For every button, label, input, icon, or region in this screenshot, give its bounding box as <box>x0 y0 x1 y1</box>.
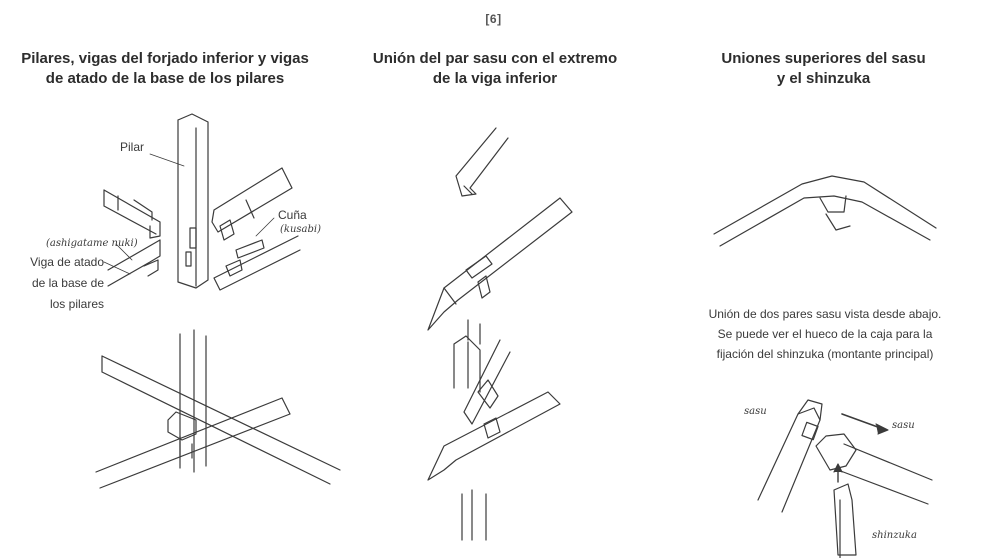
title-line: y el shinzuka <box>776 70 871 87</box>
label-sasu-left: sasu <box>744 406 767 417</box>
title-line: Uniones superiores del sasu <box>721 50 926 67</box>
caption-line: Unión de dos pares sasu vista desde abaj… <box>708 307 942 321</box>
pillar-joint-exploded-drawing <box>103 113 301 291</box>
title-line: de atado de la base de los pilares <box>45 70 285 87</box>
title-line: Pilares, vigas del forjado inferior y vi… <box>21 50 309 67</box>
sasu-caption: Unión de dos pares sasu vista desde abaj… <box>668 304 982 364</box>
label-ashigatame-nuki: (ashigatame nuki) <box>46 238 138 249</box>
label-shinzuka: shinzuka <box>872 530 917 541</box>
label-viga-de-atado: Viga de atado de la base de los pilares <box>18 252 104 315</box>
sasu-lowering-drawing <box>427 127 573 393</box>
caption-line: fijación del shinzuka (montante principa… <box>716 347 934 361</box>
label-pilar: Pilar <box>120 140 145 154</box>
assembled-joint-drawing <box>95 329 341 489</box>
title-line: Unión del par sasu con el extremo <box>372 50 618 67</box>
column-3-title: Uniones superiores del sasu y el shinzuk… <box>660 49 987 89</box>
title-line: de la viga inferior <box>432 70 558 87</box>
column-1-title: Pilares, vigas del forjado inferior y vi… <box>0 49 330 89</box>
sasu-apex-drawing <box>713 175 937 247</box>
label-sasu-right: sasu <box>892 420 915 431</box>
label-kusabi: (kusabi) <box>280 224 321 235</box>
shinzuka-exploded-drawing <box>757 399 933 558</box>
sasu-assembled-drawing <box>427 339 561 541</box>
label-line: los pilares <box>49 297 104 311</box>
label-cuna: Cuña <box>278 208 307 222</box>
caption-line: Se puede ver el hueco de la caja para la <box>717 327 933 341</box>
label-line: de la base de <box>31 276 104 290</box>
label-line: Viga de atado <box>30 255 104 269</box>
page-number: [6] <box>485 12 502 26</box>
column-2-title: Unión del par sasu con el extremo de la … <box>340 49 650 89</box>
